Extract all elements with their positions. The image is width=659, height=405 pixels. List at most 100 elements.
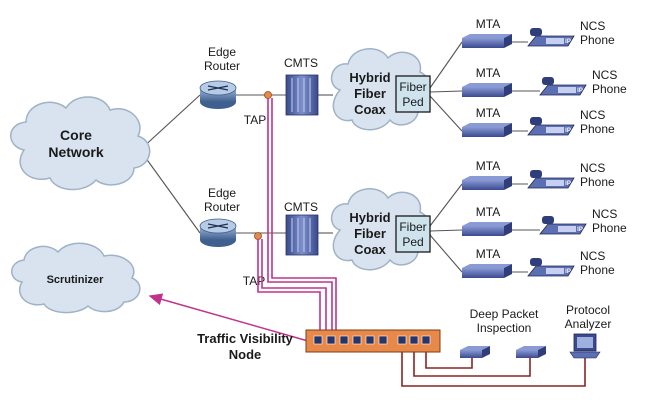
handset-icon xyxy=(530,170,542,178)
mta-box-top xyxy=(462,34,512,38)
ip-badge: IP xyxy=(565,181,571,187)
tap-mirror-lines xyxy=(257,98,337,340)
cmts-bottom-label: CMTS xyxy=(284,200,318,214)
ncs-phone-icon: IP xyxy=(527,28,575,47)
cmts-top: CMTS xyxy=(284,56,319,116)
mta-box-front xyxy=(462,127,504,137)
ip-badge: IP xyxy=(577,88,583,94)
ncs-phone-label-1: NCS xyxy=(580,108,605,122)
mta-box-front xyxy=(462,38,504,48)
protocol-analyzer: Protocol Analyzer xyxy=(565,303,612,359)
ncs-phone-label-2: Phone xyxy=(580,122,615,136)
mta-label: MTA xyxy=(476,17,500,31)
cmts-top-label: CMTS xyxy=(284,56,318,70)
pa-label-2: Analyzer xyxy=(565,317,612,331)
mta-box-side xyxy=(504,176,512,190)
hfc-top-label-2: Fiber xyxy=(354,86,386,101)
tvn-label-1: Traffic Visibility xyxy=(197,331,294,346)
ncs-phone-label-2: Phone xyxy=(580,175,615,189)
ncs-phone-icon: IP xyxy=(539,77,587,96)
mta-box-side xyxy=(504,123,512,137)
ip-badge: IP xyxy=(577,227,583,233)
scrutinizer-export-arrow xyxy=(148,293,309,342)
ncs-phone-icon: IP xyxy=(527,258,575,277)
hfc-top-label-1: Hybrid xyxy=(349,70,390,85)
ncs-phone-label-1: NCS xyxy=(592,68,617,82)
edge-router-top: Edge Router xyxy=(199,45,240,109)
fiber-ped-bottom-label-1: Fiber xyxy=(399,220,426,234)
handset-icon xyxy=(530,258,542,266)
mta-box-top xyxy=(462,222,512,226)
ncs-phone-label-2: Phone xyxy=(580,33,615,47)
fiber-ped-top-label-2: Ped xyxy=(402,95,423,109)
core-network-cloud: Core Network xyxy=(10,96,151,191)
edge-router-top-label-1: Edge xyxy=(208,45,236,59)
pa-label-1: Protocol xyxy=(566,303,610,317)
fiber-ped-top-label-1: Fiber xyxy=(399,80,426,94)
handset-icon xyxy=(542,77,554,85)
analyzer-links xyxy=(401,352,586,387)
hfc-bottom-label-1: Hybrid xyxy=(349,210,390,225)
tap-top-label: TAP xyxy=(244,113,266,127)
ncs-phone-label-2: Phone xyxy=(592,221,627,235)
dpi-label-1: Deep Packet xyxy=(470,307,539,321)
mta-label: MTA xyxy=(476,247,500,261)
ncs-phone-label-1: NCS xyxy=(592,207,617,221)
handset-icon xyxy=(542,216,554,224)
fiber-ped-bottom: Fiber Ped xyxy=(395,215,431,253)
ncs-phone-label-1: NCS xyxy=(580,249,605,263)
router-arrows-icon xyxy=(207,85,229,91)
dpi-label-2: Inspection xyxy=(477,321,532,335)
mta-box-front xyxy=(462,180,504,190)
tap-top: TAP xyxy=(244,91,272,127)
mta-label: MTA xyxy=(476,66,500,80)
mta-box-top xyxy=(462,264,512,268)
hfc-bottom-label-2: Fiber xyxy=(354,226,386,241)
ncs-phone-icon: IP xyxy=(527,117,575,136)
fiber-ped-top: Fiber Ped xyxy=(395,75,431,113)
edge-router-bottom: Edge Router xyxy=(199,186,240,247)
ncs-phone-label-1: NCS xyxy=(580,161,605,175)
tap-bottom: TAP xyxy=(243,232,265,288)
handset-icon xyxy=(530,117,542,125)
mta-box-side xyxy=(504,83,512,97)
mta-box-front xyxy=(462,87,504,97)
mta-box-top xyxy=(462,83,512,87)
handset-icon xyxy=(530,28,542,36)
ncs-phone-label-2: Phone xyxy=(592,82,627,96)
tvn-label-2: Node xyxy=(229,347,262,362)
ip-badge: IP xyxy=(565,128,571,134)
edge-router-top-label-2: Router xyxy=(204,59,240,73)
tap-bottom-label: TAP xyxy=(243,274,265,288)
mta-phone-group: MTAIPNCSPhoneMTAIPNCSPhoneMTAIPNCSPhoneM… xyxy=(462,17,627,278)
dpi-device-2 xyxy=(516,346,546,358)
dpi-device-1 xyxy=(460,346,490,358)
mta-box-front xyxy=(462,268,504,278)
cmts-bottom: CMTS xyxy=(284,200,319,256)
computer-icon xyxy=(569,333,601,359)
ncs-phone-icon: IP xyxy=(527,170,575,189)
mta-box-front xyxy=(462,226,504,236)
mta-label: MTA xyxy=(476,106,500,120)
ip-badge: IP xyxy=(565,269,571,275)
edge-router-bottom-label-1: Edge xyxy=(208,186,236,200)
deep-packet-inspection: Deep Packet Inspection xyxy=(460,307,546,358)
ip-badge: IP xyxy=(565,39,571,45)
edge-router-bottom-label-2: Router xyxy=(204,200,240,214)
core-network-label-1: Core xyxy=(60,127,92,143)
mta-box-top xyxy=(462,123,512,127)
mta-box-top xyxy=(462,176,512,180)
mta-label: MTA xyxy=(476,159,500,173)
hfc-bottom-label-3: Coax xyxy=(354,242,387,257)
mta-box-side xyxy=(504,222,512,236)
router-arrows-icon xyxy=(207,223,229,229)
mta-label: MTA xyxy=(476,205,500,219)
traffic-visibility-node: Traffic Visibility Node xyxy=(197,329,441,362)
